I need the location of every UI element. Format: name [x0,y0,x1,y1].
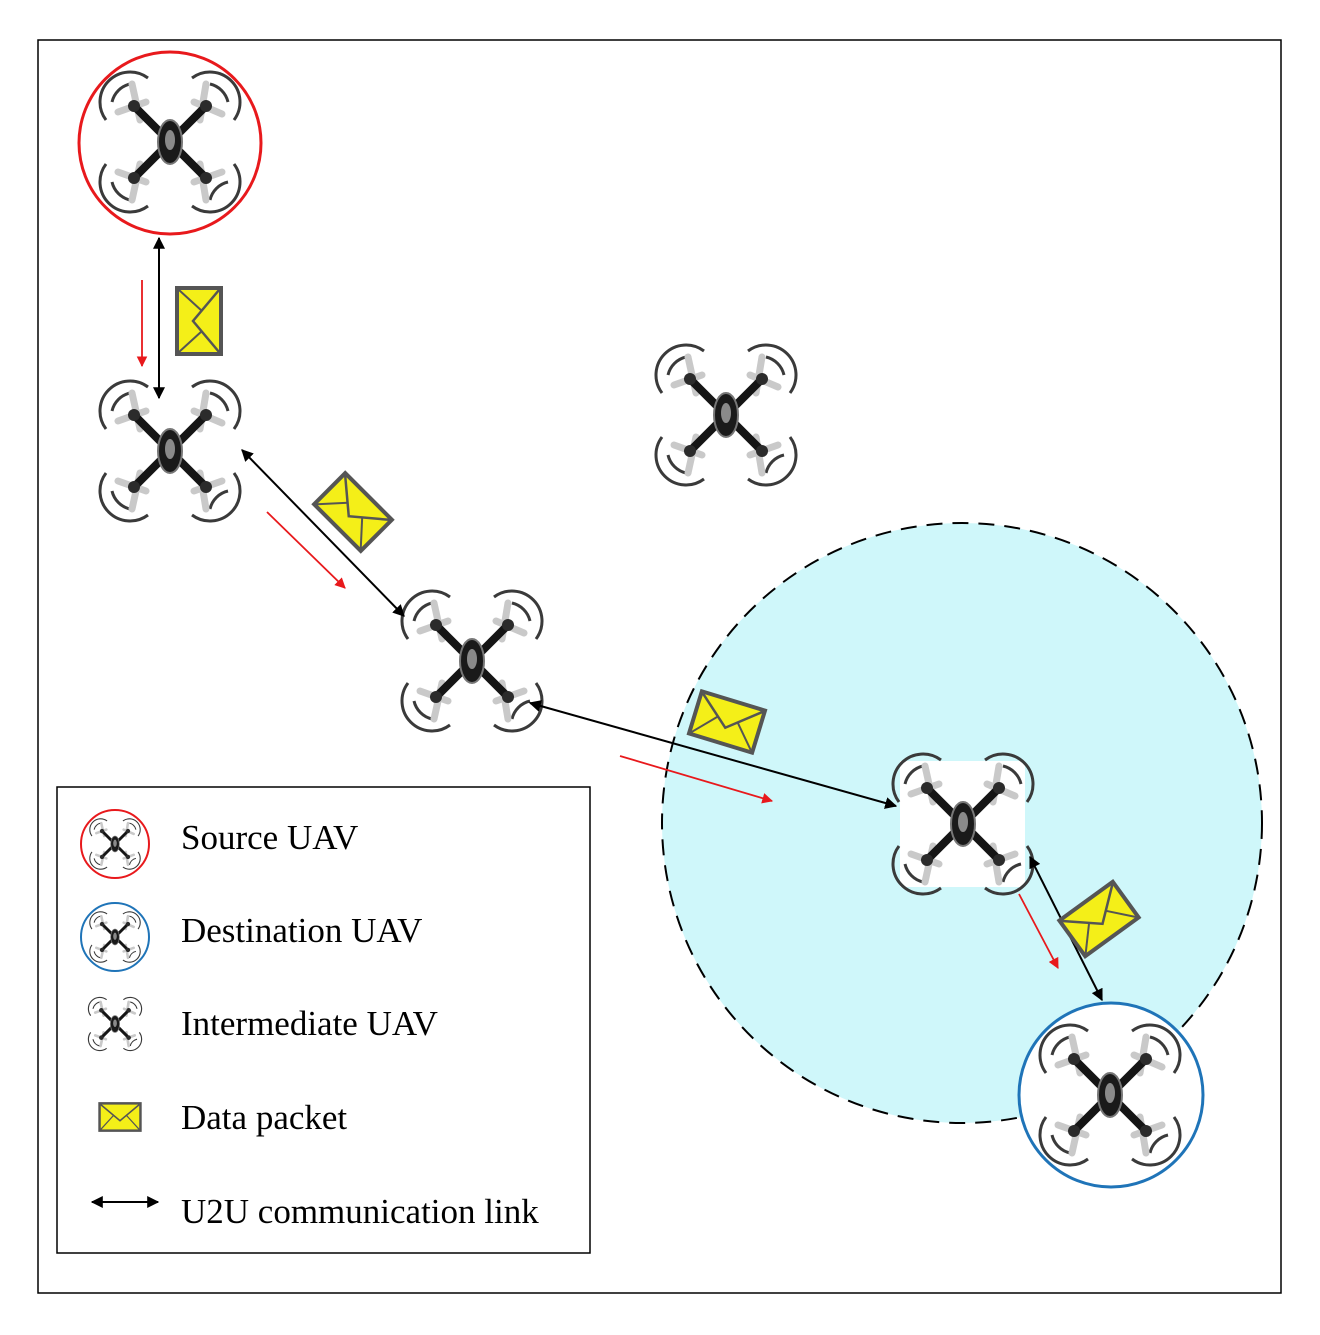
data-packet-1 [175,286,223,356]
legend-intermediate-label: Intermediate UAV [181,1004,438,1043]
legend-packet-envelope-icon [98,1102,142,1132]
legend-destination-label: Destination UAV [181,911,422,950]
legend-source-label: Source UAV [181,818,358,857]
source-uav [77,50,263,236]
forward-arrow-2 [266,511,346,589]
link-uav3-to-uav4 [528,700,898,809]
link-uav1-to-uav3 [241,449,405,617]
legend-source-uav-icon [80,809,150,879]
forwarding-arrows [136,280,1059,969]
legend-packet-label: Data packet [181,1098,347,1137]
forward-arrow-4 [1018,893,1059,969]
legend-link-label: U2U communication link [181,1192,539,1231]
legend: Source UAV Destination UAV Intermediate … [56,786,591,1254]
destination-uav [1017,1001,1205,1189]
legend-destination-uav-icon [80,902,150,972]
intermediate-uav-4 [893,754,1033,894]
forward-arrow-3 [619,755,774,804]
